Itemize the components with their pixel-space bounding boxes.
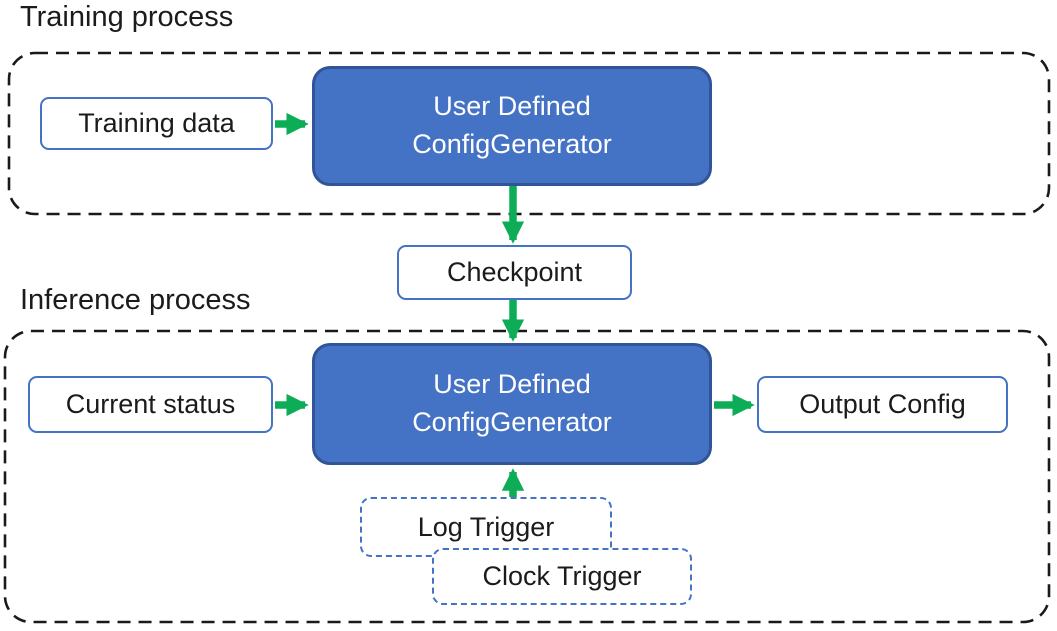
checkpoint-box: Checkpoint [397,245,632,300]
inference-process-title: Inference process [20,284,251,316]
config-generator-training-box: User Defined ConfigGenerator [312,66,712,186]
config-generator-training-label-line1: User Defined [433,91,591,122]
config-generator-inference-label-line1: User Defined [433,369,591,400]
current-status-label: Current status [65,389,236,419]
training-data-box: Training data [40,97,273,150]
training-data-label: Training data [78,108,235,138]
current-status-box: Current status [28,376,273,433]
clock-trigger-label: Clock Trigger [482,561,642,591]
log-trigger-label: Log Trigger [417,511,555,542]
output-config-box: Output Config [757,376,1008,433]
checkpoint-label: Checkpoint [446,257,583,287]
config-generator-inference-box: User Defined ConfigGenerator [312,343,712,465]
config-generator-training-label-line2: ConfigGenerator [412,129,612,159]
clock-trigger-box: Clock Trigger [432,548,692,605]
output-config-label: Output Config [799,389,966,419]
training-process-title: Training process [20,1,234,33]
config-generator-inference-label-line2: ConfigGenerator [412,407,612,437]
